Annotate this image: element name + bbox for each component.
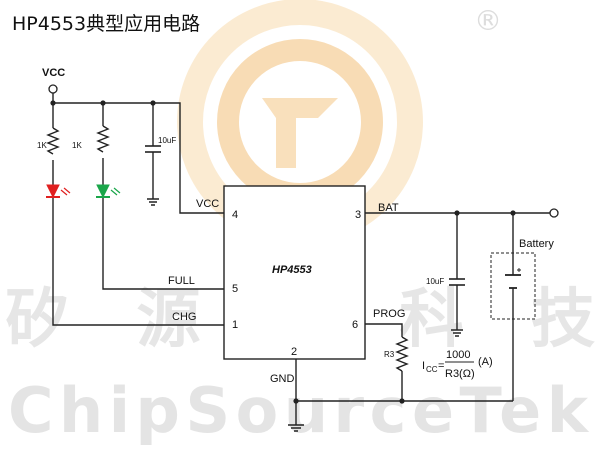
formula-numerator: 1000 xyxy=(446,349,470,361)
pin-full-label: FULL xyxy=(168,275,195,287)
ground-icon xyxy=(451,329,463,337)
chip-name: HP4553 xyxy=(272,264,312,276)
resistor-red-label: 1K xyxy=(37,141,47,150)
vcc-input-label: VCC xyxy=(42,67,65,79)
ground-icon xyxy=(288,424,304,432)
capacitor-output-label: 10uF xyxy=(426,277,444,286)
registered-mark: ® xyxy=(474,4,502,37)
battery-box xyxy=(490,252,536,320)
formula-equals: = xyxy=(438,360,444,372)
page-title: HP4553典型应用电路 xyxy=(12,13,200,35)
formula-lhs-main: I xyxy=(422,360,425,372)
formula-denominator: R3(Ω) xyxy=(445,368,475,380)
pin-gnd-number: 2 xyxy=(291,346,297,358)
pin-full-number: 5 xyxy=(232,283,238,295)
watermark-english: ChipSourceTek xyxy=(8,374,590,447)
capacitor-input-icon xyxy=(145,145,161,153)
battery-icon xyxy=(505,268,521,289)
pin-chg-label: CHG xyxy=(172,311,196,323)
junctions xyxy=(50,100,516,404)
resistor-prog-icon xyxy=(395,336,409,372)
charge-current-formula: I CC = 1000 R3(Ω) (A) xyxy=(422,349,493,380)
pin-bat-label: BAT xyxy=(378,202,399,214)
wires xyxy=(52,93,550,425)
resistor-green-label: 1K xyxy=(72,141,82,150)
pin-bat-number: 3 xyxy=(355,209,361,221)
resistor-red-icon xyxy=(46,127,60,155)
capacitor-output-icon xyxy=(449,278,465,286)
vcc-terminal-icon xyxy=(48,84,58,94)
resistor-prog-label: R3 xyxy=(384,350,395,359)
resistor-green-icon xyxy=(96,125,110,153)
ground-icon xyxy=(147,198,159,206)
pin-chg-number: 1 xyxy=(232,319,238,331)
capacitor-input-label: 10uF xyxy=(158,136,176,145)
pin-gnd-label: GND xyxy=(270,373,295,385)
led-red-icon xyxy=(46,184,71,199)
formula-unit: (A) xyxy=(478,356,493,368)
pin-vcc-label: VCC xyxy=(196,198,219,210)
formula-lhs-sub: CC xyxy=(426,365,438,374)
pin-prog-label: PROG xyxy=(373,308,405,320)
pin-prog-number: 6 xyxy=(352,319,358,331)
pin-vcc-number: 4 xyxy=(232,209,238,221)
bat-terminal-icon xyxy=(549,208,559,218)
battery-label: Battery xyxy=(519,238,554,250)
chip-body xyxy=(223,185,366,360)
led-green-icon xyxy=(96,184,121,199)
